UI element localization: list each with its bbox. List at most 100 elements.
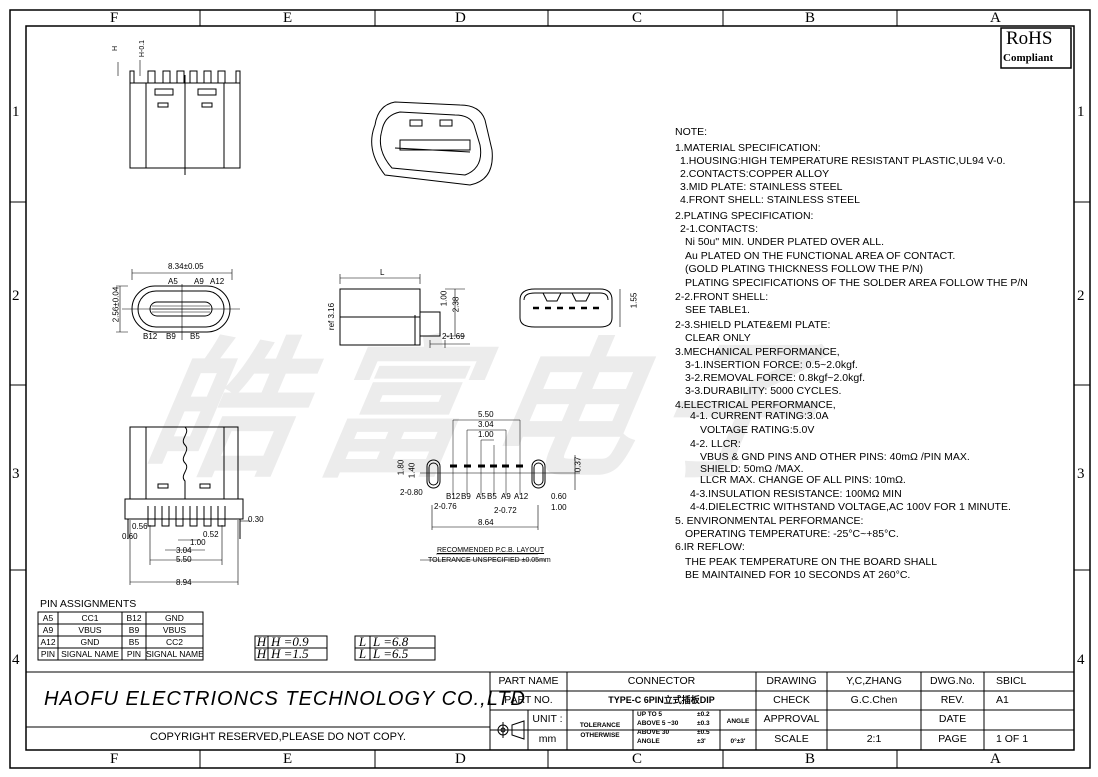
tolerance-range: ABOVE 30 [637, 729, 670, 736]
zone-row-label-left: 1 [12, 104, 20, 120]
note-line: 5. ENVIRONMENTAL PERFORMANCE: [675, 515, 864, 527]
dimension-label: 2-0.76 [434, 502, 457, 511]
note-line: LLCR MAX. CHANGE OF ALL PINS: 10mΩ. [700, 474, 906, 486]
zone-column-label-top: C [632, 10, 643, 26]
dimension-value: H =0.9 [271, 634, 309, 649]
note-line: 4-2. LLCR: [690, 438, 741, 450]
dimension-label: 8.64 [478, 518, 494, 527]
dimension-label: 1.40 [407, 462, 417, 479]
dimension-label: TOLERANCE UNSPECIFIED ±0.05mm [428, 557, 551, 564]
title-block-cell: DRAWING [766, 675, 817, 687]
front-view [116, 269, 240, 340]
dimension-label: B9 [166, 332, 176, 341]
dimension-symbol: H [256, 646, 267, 661]
dimension-label: 2-1.69 [442, 332, 465, 341]
pin-table-cell: A5 [42, 613, 54, 623]
title-block-cell: PAGE [938, 733, 967, 745]
dimension-label: 0.56 [132, 522, 148, 531]
note-line: THE PEAK TEMPERATURE ON THE BOARD SHALL [685, 556, 938, 568]
note-line: Au PLATED ON THE FUNCTIONAL AREA OF CONT… [685, 250, 956, 262]
zone-row-label-right: 2 [1077, 288, 1085, 304]
dimension-label: B12 [143, 332, 158, 341]
tolerance-value: ±0.2 [697, 711, 710, 718]
note-line: PLATING SPECIFICATIONS OF THE SOLDER ARE… [685, 277, 1028, 289]
pin-table-cell: CC2 [165, 637, 183, 647]
note-line: 4.FRONT SHELL: STAINLESS STEEL [680, 194, 860, 206]
title-block-grid [26, 671, 1074, 750]
note-line: CLEAR ONLY [685, 332, 751, 344]
dimension-label: 0.30 [248, 515, 264, 524]
zone-column-label-bottom: C [632, 751, 643, 767]
tolerance-value: ±3' [697, 738, 706, 745]
dimension-value: H =1.5 [271, 646, 309, 661]
title-block-cell: REV. [940, 694, 965, 706]
tolerance-range: UP TO 5 [637, 711, 663, 718]
dimension-label: 8.94 [176, 578, 192, 587]
zone-column-label-bottom: F [110, 751, 119, 767]
dimension-label: 1.00 [439, 290, 449, 307]
zone-row-label-left: 3 [12, 466, 20, 482]
projection-symbol-icon [495, 720, 525, 740]
dimension-value: L =6.8 [373, 634, 409, 649]
title-block-cell: A1 [996, 694, 1009, 706]
pin-table-cell: VBUS [78, 625, 102, 635]
note-line: 2.PLATING SPECIFICATION: [675, 210, 814, 222]
note-line: SHIELD: 50mΩ /MAX. [700, 463, 804, 475]
zone-row-label-left: 4 [12, 652, 20, 668]
zone-column-label-top: B [805, 10, 816, 26]
pin-table-cell: PIN [40, 649, 56, 659]
note-line: 4.ELECTRICAL PERFORMANCE, [675, 399, 836, 411]
title-block-cell: SCALE [774, 733, 809, 745]
title-block-cell: DATE [938, 713, 967, 725]
tolerance-value: ±0.3 [697, 720, 710, 727]
title-block-cell: TYPE-C 6PIN立式插板DIP [608, 695, 715, 705]
zone-column-label-top: F [110, 10, 119, 26]
dimension-label: 2-0.72 [494, 506, 517, 515]
pin-table-title: PIN ASSIGNMENTS [40, 598, 137, 610]
title-block-cell: 2:1 [866, 733, 882, 745]
tolerance-range: ABOVE 5 ~30 [637, 720, 679, 727]
note-line: NOTE: [675, 126, 708, 138]
zone-row-label-left: 2 [12, 288, 20, 304]
dimension-label: 0.52 [203, 530, 219, 539]
title-block-cell: G.C.Chen [850, 694, 898, 706]
zone-row-label-right: 1 [1077, 104, 1085, 120]
note-line: 6.IR REFLOW: [675, 541, 745, 553]
dimension-label: 1.80 [396, 459, 406, 476]
dimension-label: B5 [190, 332, 200, 341]
pin-table-cell: VBUS [162, 625, 187, 635]
dimension-label: 2.56±0.04 [111, 286, 121, 323]
note-line: 3-2.REMOVAL FORCE: 0.8kgf~2.0kgf. [685, 372, 866, 384]
isometric-view [371, 101, 493, 186]
title-block-cell: ANGLE [726, 718, 750, 725]
dimension-label: A5 [168, 277, 178, 286]
note-line: Ni 50u" MIN. UNDER PLATED OVER ALL. [685, 236, 885, 248]
title-block-cell: CONNECTOR [627, 675, 696, 687]
note-line: SEE TABLE1. [685, 304, 750, 316]
dimension-label: 1.55 [629, 292, 639, 309]
pcb-layout [420, 419, 580, 561]
title-block-cell: DWG.No. [930, 675, 975, 687]
pin-table-cell: GND [165, 613, 184, 623]
note-line: 2-1.CONTACTS: [680, 223, 758, 235]
dimension-label: A12 [210, 277, 225, 286]
note-line: VOLTAGE RATING:5.0V [700, 424, 815, 436]
dimension-label: 5.50 [478, 410, 494, 419]
rohs-box [1000, 27, 1072, 69]
zone-row-label-right: 4 [1077, 652, 1085, 668]
dimension-label: 5.50 [176, 555, 192, 564]
company-name: HAOFU ELECTRIONCS TECHNOLOGY CO.,LTD [44, 688, 526, 710]
l-table-grid [354, 635, 436, 661]
zone-column-label-bottom: A [990, 751, 1001, 767]
note-line: 3.MID PLATE: STAINLESS STEEL [680, 181, 843, 193]
note-line: OPERATING TEMPERATURE: -25°C~+85°C. [685, 528, 899, 540]
title-block-cell: Y,C,ZHANG [846, 675, 902, 687]
dimension-label: A12 [514, 492, 529, 501]
pin-table-cell: B12 [126, 613, 142, 623]
dimension-label: A9 [501, 492, 511, 501]
dimension-label: 0.37 [573, 456, 583, 473]
pin-table-cell: SIGNAL NAME [146, 649, 204, 659]
title-block-cell: 1 OF 1 [996, 733, 1029, 745]
